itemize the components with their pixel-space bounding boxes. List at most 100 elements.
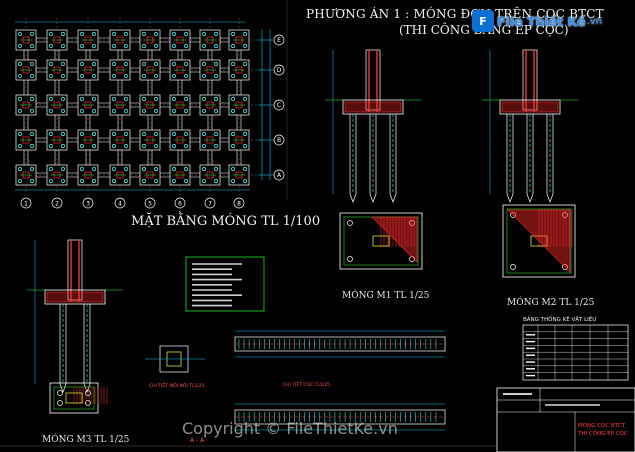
plan-pile <box>231 179 235 183</box>
plan-m3-pile <box>85 390 91 396</box>
plan-pile <box>124 167 128 171</box>
plan-pile <box>243 97 247 101</box>
plan-pile <box>30 74 34 78</box>
plan-pile <box>172 62 176 66</box>
plan-m1-rebar-hatch <box>371 216 418 263</box>
plan-m2-pile <box>510 264 516 270</box>
plan-pile <box>184 167 188 171</box>
axis-bubble <box>114 197 126 209</box>
plan-pile <box>30 179 34 183</box>
plan-pile <box>154 167 158 171</box>
axis-label-column: 5 <box>148 201 152 208</box>
plan-m1-outline <box>339 212 423 270</box>
plan-pile <box>18 44 22 48</box>
axis-label-column: 6 <box>178 201 182 208</box>
plan-pile <box>214 167 218 171</box>
plan-m3-pile <box>85 400 91 406</box>
plan-pile <box>112 62 116 66</box>
plan-pile <box>124 97 128 101</box>
logo-text: File Thiết Kế <box>497 13 586 29</box>
plan-pile <box>172 74 176 78</box>
plan-pile <box>142 74 146 78</box>
plan-pile <box>18 179 22 183</box>
plan-pile <box>49 32 53 36</box>
plan-pile <box>231 167 235 171</box>
plan-pile <box>49 97 53 101</box>
plan-pile <box>184 132 188 136</box>
plan-pile <box>124 132 128 136</box>
plan-pile <box>30 167 34 171</box>
axis-bubble <box>273 169 285 181</box>
plan-pile <box>49 62 53 66</box>
plan-pile <box>142 144 146 148</box>
plan-pile <box>61 132 65 136</box>
plan-m1-column <box>372 235 390 247</box>
plan-pile <box>80 32 84 36</box>
plan-pile <box>214 32 218 36</box>
plan-pile <box>142 109 146 113</box>
plan-pile <box>112 179 116 183</box>
plan-pile <box>112 167 116 171</box>
plan-pile <box>49 132 53 136</box>
section-m3-pile-tip <box>83 383 91 393</box>
plan-pile <box>184 62 188 66</box>
plan-pile <box>231 144 235 148</box>
plan-m1-pile <box>347 220 353 226</box>
plan-m2-pile <box>510 212 516 218</box>
plan-pile <box>202 167 206 171</box>
plan-pile <box>18 62 22 66</box>
plan-m3-column <box>65 392 83 404</box>
plan-pile <box>184 32 188 36</box>
plan-pile <box>172 144 176 148</box>
drawing-title: PHƯƠNG ÁN 1 : MÓNG ĐƠN TRÊN CỌC BTCT <box>306 7 604 21</box>
plan-pile <box>202 144 206 148</box>
axis-label-row: C <box>277 102 281 109</box>
plan-pile <box>154 62 158 66</box>
plan-pile <box>18 144 22 148</box>
plan-pile <box>49 179 53 183</box>
plan-pile <box>49 74 53 78</box>
plan-pile <box>112 32 116 36</box>
plan-m2-outline <box>502 204 576 278</box>
plan-pile <box>30 132 34 136</box>
plan-m2-pile <box>562 212 568 218</box>
plan-pile <box>142 167 146 171</box>
material-table-title: BẢNG THỐNG KÊ VẬT LIỆU <box>523 317 597 323</box>
section-m3-pile-cap <box>44 289 106 305</box>
plan-pile <box>243 109 247 113</box>
plan-pile <box>92 109 96 113</box>
axis-bubble <box>20 197 32 209</box>
axis-bubble <box>82 197 94 209</box>
plan-pile <box>184 109 188 113</box>
plan-pile <box>30 144 34 148</box>
plan-pile <box>202 32 206 36</box>
plan-pile <box>112 97 116 101</box>
axis-label-column: 1 <box>24 201 28 208</box>
section-m2-pile-tip <box>546 193 554 203</box>
material-table <box>522 324 629 381</box>
plan-pile <box>30 32 34 36</box>
plan-pile <box>214 74 218 78</box>
plan-pile <box>92 97 96 101</box>
notes-box <box>185 256 265 312</box>
axis-label-row: E <box>277 37 281 44</box>
plan-pile <box>243 167 247 171</box>
plan-pile <box>231 97 235 101</box>
site-logo[interactable]: F File Thiết Kế .vn <box>472 10 602 32</box>
plan-pile <box>243 132 247 136</box>
plan-pile <box>80 44 84 48</box>
plan-pile <box>243 144 247 148</box>
section-m2-pile-tip <box>526 193 534 203</box>
plan-pile <box>61 62 65 66</box>
plan-pile <box>154 179 158 183</box>
plan-pile <box>154 109 158 113</box>
plan-pile <box>124 74 128 78</box>
plan-pile <box>18 74 22 78</box>
plan-pile <box>142 97 146 101</box>
plan-pile <box>172 44 176 48</box>
plan-pile <box>172 179 176 183</box>
plan-pile <box>49 167 53 171</box>
plan-pile <box>80 179 84 183</box>
plan-pile <box>18 32 22 36</box>
